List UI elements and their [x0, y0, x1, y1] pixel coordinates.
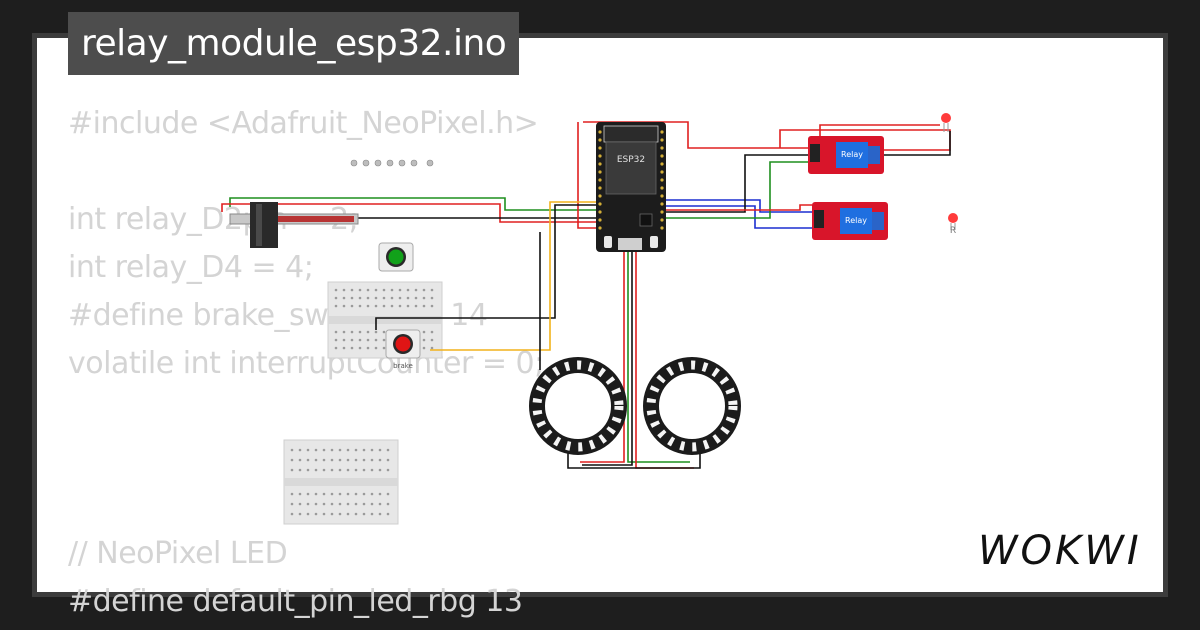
wire-black[interactable] [660, 154, 808, 213]
wire-red[interactable] [580, 248, 625, 463]
neopixel-ring-2[interactable] [643, 357, 741, 455]
relay-label: Relay [845, 216, 867, 225]
pushbutton-label: brake [393, 362, 413, 370]
code-line: #include <Adafruit_NeoPixel.h> [68, 106, 539, 141]
pin-header [350, 159, 434, 167]
wire-red[interactable] [819, 124, 940, 140]
code-line: int relay_D4 = 4; [68, 250, 314, 285]
wokwi-logo-text: WOKWI [978, 528, 1142, 574]
slide-potentiometer[interactable] [229, 202, 359, 248]
code-line: #define default_pin_led_rbg 13 [68, 584, 523, 619]
breadboard-mini[interactable] [327, 281, 443, 359]
pushbutton-brake[interactable]: brake [385, 329, 421, 370]
esp32-label: ESP32 [617, 155, 645, 165]
relay-label: Relay [841, 150, 863, 159]
wires [221, 121, 951, 469]
breadboard-mini-2[interactable] [283, 439, 399, 525]
wire-black[interactable] [567, 448, 701, 469]
led-label: R [950, 226, 956, 236]
esp32-board[interactable]: ESP32 [596, 122, 666, 252]
wire-green[interactable] [627, 248, 690, 463]
relay-module-1[interactable]: Relay [808, 136, 884, 174]
wire-red[interactable] [221, 203, 598, 223]
wire-blue[interactable] [660, 205, 812, 229]
wire-red[interactable] [577, 122, 598, 229]
wire-black[interactable] [375, 204, 598, 330]
wire-black[interactable] [582, 248, 633, 466]
circuit-diagram[interactable]: brake ESP32 Relay [37, 38, 1163, 592]
neopixel-ring-1[interactable] [529, 357, 627, 455]
wire-red[interactable] [660, 204, 812, 211]
wire-blue[interactable] [660, 199, 812, 213]
led-1[interactable] [941, 113, 951, 132]
wire-green[interactable] [660, 161, 808, 219]
wire-yellow[interactable] [430, 201, 598, 351]
wire-green[interactable] [229, 197, 598, 211]
wokwi-logo: WOKWI [978, 528, 1142, 574]
code-line: // NeoPixel LED [68, 536, 288, 571]
sketch-title: relay_module_esp32.ino [68, 12, 520, 75]
wire-red[interactable] [779, 129, 951, 151]
relay-module-2[interactable]: Relay [812, 202, 888, 240]
diagram-canvas[interactable]: #include <Adafruit_NeoPixel.h> int relay… [37, 38, 1163, 619]
led-2[interactable]: R [948, 213, 958, 236]
pushbutton-green[interactable] [378, 242, 414, 272]
wire-black[interactable] [880, 131, 951, 156]
